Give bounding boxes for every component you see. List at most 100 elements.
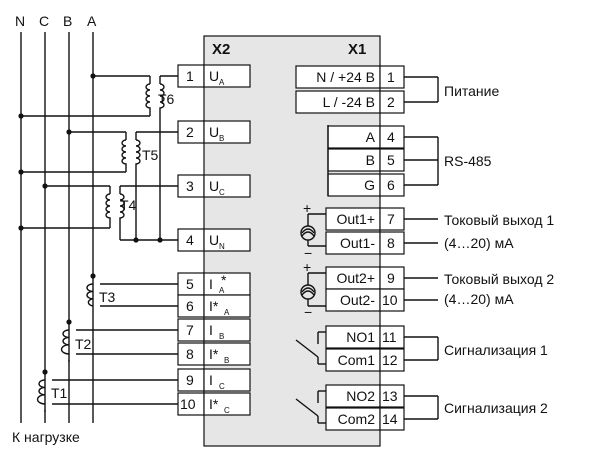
x1-terminal-number: 5 [387, 152, 395, 168]
out2-minus: − [304, 304, 312, 320]
x2-terminal-subscript: B [224, 356, 229, 365]
x2-terminal-number: 4 [186, 232, 194, 248]
x1-terminal-label: L / -24 B [323, 94, 375, 110]
t5-label: T5 [142, 147, 159, 163]
t1-label: T1 [51, 385, 68, 401]
x2-terminal-label: U [209, 68, 219, 84]
relay-contact-1 [295, 331, 326, 365]
current-junction-dots [42, 273, 96, 375]
x1-terminal-number: 4 [387, 129, 395, 145]
alarm1-label: Сигнализация 1 [444, 342, 548, 358]
transformer-t3 [86, 276, 100, 312]
x2-terminal-number: 10 [180, 396, 196, 412]
transformer-t1 [36, 372, 52, 412]
x1-terminal-1: N / +24 B 1 [295, 65, 405, 89]
x2-terminal-number: 2 [186, 124, 194, 140]
output-wiring [327, 76, 439, 420]
x1-terminal-number: 9 [387, 270, 395, 286]
x2-terminal-label: U [209, 124, 219, 140]
x2-terminal-label: I* [209, 396, 219, 412]
x1-terminal-number: 7 [387, 211, 395, 227]
power-label: Питание [444, 83, 499, 99]
phase-label-c: C [39, 13, 49, 29]
x2-terminal-subscript: N [219, 242, 225, 251]
x2-terminal-number: 9 [186, 372, 194, 388]
x2-terminal-label: I* [209, 346, 219, 362]
x1-terminal-number: 11 [382, 329, 397, 345]
x2-terminal-number: 5 [186, 276, 194, 292]
x1-terminal-number: 1 [387, 69, 395, 85]
x1-terminal-number: 12 [382, 352, 398, 368]
x1-terminal-2: L / -24 B 2 [295, 90, 405, 114]
x2-terminal-10: 10 I* C [177, 392, 251, 416]
x2-terminal-label: I* [209, 298, 219, 314]
t2-label: T2 [75, 336, 92, 352]
junction-dots [18, 73, 163, 243]
x1-terminal-number: 6 [387, 177, 395, 193]
out1-minus: − [304, 245, 312, 261]
x1-terminal-label: Com1 [338, 352, 376, 368]
current-source-1 [300, 213, 326, 247]
alarm2-label: Сигнализация 2 [444, 400, 548, 416]
x2-terminal-number: 3 [186, 178, 194, 194]
x2-terminal-subscript: C [219, 382, 225, 391]
x1-terminal-label: Com2 [338, 411, 376, 427]
x2-terminal-8: 8 I* B [177, 342, 251, 366]
phase-label-a: A [87, 13, 97, 29]
transformer-t6 [145, 83, 165, 110]
x2-terminal-label: U [209, 232, 219, 248]
x2-terminal-star: * [221, 272, 227, 288]
x1-terminal-number: 10 [382, 292, 398, 308]
x2-terminal-subscript: A [224, 308, 230, 317]
x2-terminal-subscript: B [219, 134, 224, 143]
x1-terminal-12: Com1 12 [325, 348, 405, 372]
out1-plus: + [303, 200, 311, 216]
x1-terminal-8: Out1-8 [325, 231, 405, 255]
x2-terminal-subscript: A [219, 286, 225, 295]
x2-terminal-label: I [209, 322, 213, 338]
x1-terminal-label: NO1 [346, 329, 375, 345]
x1-title: X1 [348, 41, 366, 58]
current-out2-label: Токовый выход 2 [444, 271, 554, 287]
x1-terminal-10: Out2- 10 [325, 288, 405, 312]
x1-terminal-label: G [364, 177, 375, 193]
x2-terminal-subscript: C [219, 188, 225, 197]
rs485-label: RS-485 [444, 153, 492, 169]
x1-terminal-7: Out1+7 [325, 207, 405, 231]
transformer-t2 [60, 322, 76, 362]
x1-terminal-label: Out2- [340, 292, 375, 308]
x2-terminal-label: I [209, 276, 213, 292]
x2-title: X2 [212, 41, 230, 58]
x2-terminal-label: I [209, 372, 213, 388]
x2-terminal-number: 1 [186, 68, 194, 84]
transformer-t4 [105, 193, 125, 220]
x1-terminal-label: NO2 [346, 388, 375, 404]
x1-terminal-number: 8 [387, 235, 395, 251]
x1-terminal-label: Out2+ [336, 270, 375, 286]
current-source-2 [300, 272, 326, 307]
x1-terminal-label: A [366, 129, 376, 145]
t3-label: T3 [99, 289, 116, 305]
x2-terminal-number: 8 [186, 346, 194, 362]
current-out1-label: Токовый выход 1 [444, 212, 554, 228]
phase-label-b: B [63, 13, 72, 29]
voltage-transformer-wiring [21, 75, 178, 241]
x1-terminal-number: 2 [387, 94, 395, 110]
x2-terminal-label: U [209, 178, 219, 194]
x1-terminal-label: N / +24 B [316, 69, 375, 85]
x2-terminal-subscript: C [224, 406, 230, 415]
t4-label: T4 [120, 197, 137, 213]
